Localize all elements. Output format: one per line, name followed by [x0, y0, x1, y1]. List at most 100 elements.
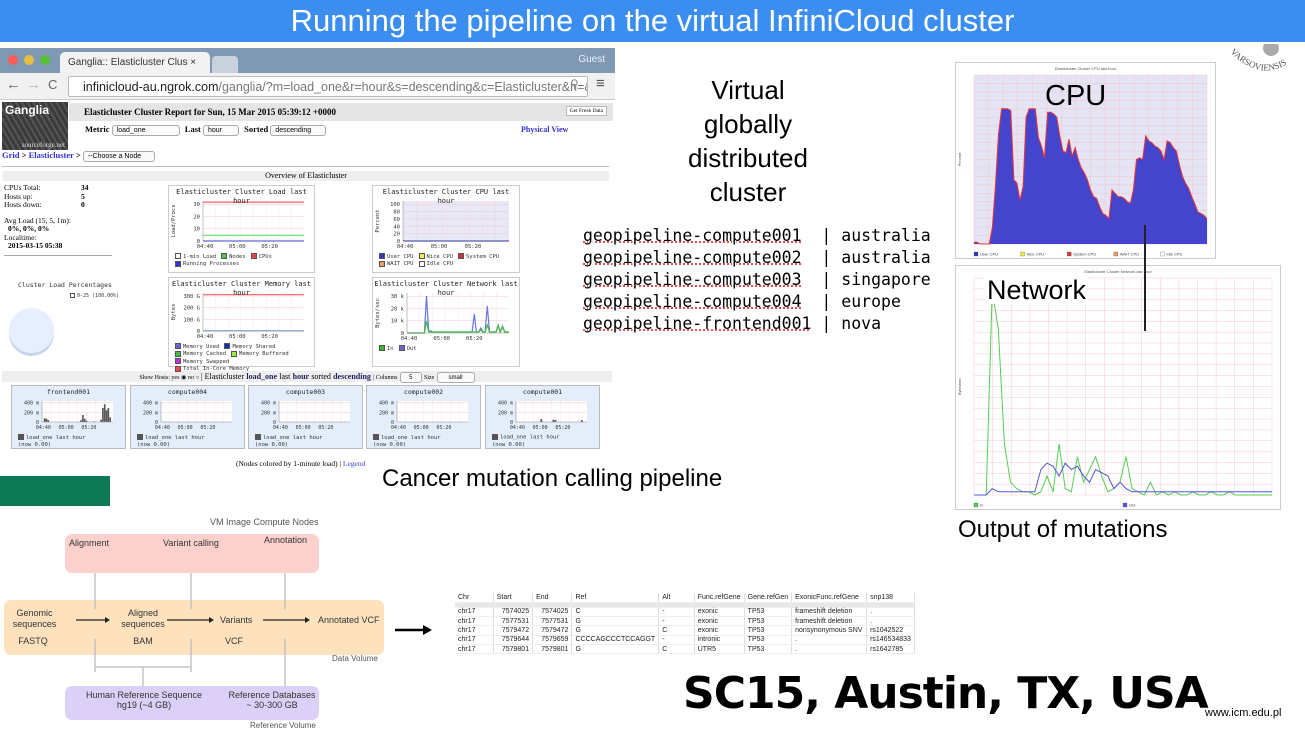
show-hosts-yes-radio[interactable]: ◉: [179, 375, 189, 381]
size-select[interactable]: small: [436, 372, 475, 383]
table-cell: CCCCAGCCCTCCAGGT: [571, 635, 660, 646]
breadcrumb-grid[interactable]: Grid: [2, 150, 20, 160]
close-tab-icon[interactable]: ×: [190, 57, 197, 68]
legend-swatch: [175, 253, 181, 259]
forward-icon[interactable]: →: [26, 76, 41, 93]
y-tick-label: 200 m: [498, 410, 513, 416]
columns-select[interactable]: 5: [399, 372, 422, 383]
legend-label: System CPU: [466, 253, 500, 260]
node-select[interactable]: --Choose a Node: [82, 151, 155, 162]
big-network-svg: Elasticluster Cluster Network last hourB…: [957, 269, 1273, 508]
chart-title: Elasticluster Cluster CPU last hour: [1055, 66, 1117, 71]
maximize-window-icon[interactable]: [40, 55, 50, 65]
table-cell: TP53: [744, 625, 793, 636]
x-tick-label: 05:20: [261, 334, 278, 340]
chart-legend: load_one last hour(now 0.00): [373, 434, 478, 449]
back-icon[interactable]: ←: [6, 76, 21, 93]
table-cell: chr17: [455, 616, 494, 627]
chart-title: compute001: [522, 388, 563, 396]
node-variants: Variants: [220, 615, 253, 625]
breadcrumb-cluster[interactable]: Elasticluster: [28, 150, 74, 160]
get-fresh-data-button[interactable]: Get Fresh Data: [565, 106, 607, 116]
legend-link[interactable]: Legend: [342, 459, 366, 468]
table-cell: frameshift deletion: [791, 616, 868, 627]
table-cell: rs146534833: [866, 635, 915, 646]
y-tick-label: 10: [193, 227, 200, 233]
sort-prefix: | Elasticluster: [200, 372, 245, 381]
reload-icon[interactable]: C: [48, 77, 58, 92]
legend-swatch: [175, 343, 181, 349]
localtime-value: 2015-03-15 05:38: [8, 241, 63, 250]
close-window-icon[interactable]: [8, 55, 18, 65]
ganglia-logo[interactable]: Ganglia sourceforge.net: [2, 102, 68, 150]
x-tick-label: 05:20: [200, 425, 215, 431]
slide-title: Running the pipeline on the virtual Infi…: [0, 0, 1305, 42]
table-cell: C: [571, 607, 660, 618]
legend-item: WAIT CPU: [379, 260, 414, 269]
menu-icon[interactable]: ≡: [596, 75, 605, 92]
compute-nodes-box: [65, 534, 319, 573]
sort-word: sorted: [311, 372, 331, 381]
host-name: geopipeline-frontend001: [583, 314, 812, 333]
legend-swatch: [1160, 251, 1165, 257]
browser-tab[interactable]: Ganglia:: Elasticluster Clus ×: [60, 52, 210, 73]
y-tick-label: 200 G: [183, 306, 200, 312]
x-tick-label: 05:00: [433, 336, 450, 342]
logo-subtext: sourceforge.net: [21, 141, 65, 149]
legend-item: load_one last hour: [373, 434, 478, 442]
format-fastq: FASTQ: [18, 636, 48, 646]
new-tab-button[interactable]: [212, 56, 238, 73]
table-cell: exonic: [694, 607, 745, 618]
guest-profile[interactable]: Guest: [578, 54, 605, 65]
table-cell: .: [791, 644, 868, 655]
website-url: www.icm.edu.pl: [1205, 707, 1282, 719]
physical-view-link[interactable]: Physical View: [521, 125, 569, 134]
bar: [80, 420, 82, 422]
overview-title: Overview of Elasticluster: [3, 171, 609, 181]
table-cell: chr17: [455, 625, 494, 636]
address-bar[interactable]: infinicloud-au.ngrok.com/ganglia/?m=load…: [68, 76, 588, 97]
x-tick-label: 04:40: [197, 334, 214, 340]
legend-label: Out: [406, 345, 417, 352]
x-tick-label: 05:20: [261, 244, 278, 250]
legend-item: load_one last hour: [18, 434, 123, 442]
minimize-window-icon[interactable]: [24, 55, 34, 65]
legend-swatch: [1020, 251, 1025, 257]
host-row: geopipeline-compute002 | australia: [583, 248, 931, 267]
show-hosts-no-radio[interactable]: ○: [194, 375, 201, 381]
legend-swatch: [492, 434, 498, 440]
last-label: Last: [184, 124, 201, 134]
y-tick-label: 20 k: [391, 306, 405, 312]
sort-select[interactable]: descending: [270, 125, 327, 136]
y-axis-label: Bytes/sec: [375, 298, 381, 328]
metric-select[interactable]: load_one: [111, 125, 180, 136]
legend-text: 0-25 (100.00%): [77, 293, 120, 299]
table-cell: TP53: [744, 635, 793, 646]
host-name: geopipeline-compute004: [583, 292, 802, 311]
table-cell: intronic: [694, 635, 745, 646]
legend-swatch: [418, 253, 425, 259]
legend-label: 1-min Load: [183, 253, 217, 260]
legend-swatch: [224, 343, 231, 349]
search-icon[interactable]: ⚲: [570, 77, 579, 91]
column-header: End: [532, 593, 573, 603]
range-select[interactable]: hour: [202, 125, 239, 136]
legend-now-value: (now 0.00): [373, 441, 407, 448]
heading-line: cluster: [709, 177, 787, 207]
y-tick-label: 400 m: [498, 401, 513, 407]
host-region: australia: [841, 226, 931, 245]
table-cell: 7579801: [493, 644, 534, 655]
y-tick-label: 80: [393, 210, 400, 216]
